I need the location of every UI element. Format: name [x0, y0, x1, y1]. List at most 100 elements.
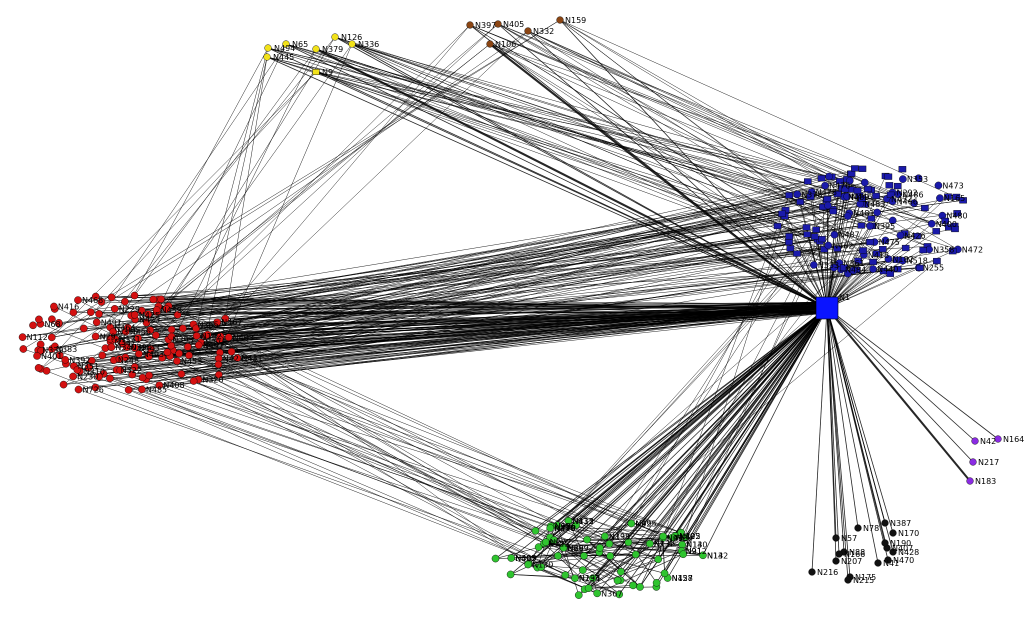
- red-node[interactable]: [139, 374, 146, 381]
- red-node[interactable]: [48, 334, 55, 341]
- black-node[interactable]: [882, 540, 889, 547]
- red-node[interactable]: [150, 296, 157, 303]
- black-node[interactable]: [890, 530, 897, 537]
- blue-node[interactable]: [824, 196, 831, 202]
- red-node[interactable]: [179, 325, 186, 332]
- brown-node[interactable]: [557, 17, 564, 24]
- blue-node[interactable]: [928, 220, 935, 227]
- green-node[interactable]: [617, 568, 624, 575]
- red-node[interactable]: [99, 352, 106, 359]
- black-node[interactable]: [833, 535, 840, 542]
- red-node[interactable]: [178, 370, 185, 377]
- black-node[interactable]: [809, 569, 816, 576]
- red-node[interactable]: [87, 309, 94, 316]
- blue-node[interactable]: [794, 191, 801, 198]
- blue-node[interactable]: [885, 174, 892, 180]
- red-node[interactable]: [138, 386, 145, 393]
- green-node[interactable]: [655, 556, 662, 563]
- green-node[interactable]: [575, 592, 582, 599]
- blue-node[interactable]: [869, 259, 876, 265]
- blue-node[interactable]: [851, 165, 858, 171]
- red-node[interactable]: [20, 345, 27, 352]
- blue-node[interactable]: [899, 176, 906, 183]
- red-node[interactable]: [60, 381, 67, 388]
- blue-node[interactable]: [785, 192, 792, 198]
- red-node[interactable]: [69, 373, 76, 380]
- green-node[interactable]: [562, 571, 569, 578]
- red-node[interactable]: [173, 357, 180, 364]
- brown-node[interactable]: [525, 28, 532, 35]
- yellow-node[interactable]: [313, 46, 320, 53]
- blue-node[interactable]: [825, 242, 832, 249]
- blue-node[interactable]: [874, 209, 881, 216]
- red-node[interactable]: [146, 372, 153, 379]
- blue-node[interactable]: [858, 223, 865, 229]
- blue-node[interactable]: [813, 227, 820, 233]
- green-node[interactable]: [628, 520, 635, 527]
- brown-node[interactable]: [467, 22, 474, 29]
- blue-node[interactable]: [902, 245, 909, 251]
- blue-node[interactable]: [864, 186, 871, 192]
- hub-node[interactable]: [816, 297, 838, 319]
- red-node[interactable]: [158, 296, 165, 303]
- blue-node[interactable]: [859, 248, 866, 254]
- green-node[interactable]: [532, 527, 539, 534]
- red-node[interactable]: [193, 332, 200, 339]
- green-node[interactable]: [636, 583, 643, 590]
- black-node[interactable]: [882, 520, 889, 527]
- green-node[interactable]: [583, 536, 590, 543]
- blue-node[interactable]: [872, 193, 879, 199]
- green-node[interactable]: [571, 575, 578, 582]
- red-node[interactable]: [111, 305, 118, 312]
- blue-node[interactable]: [866, 222, 873, 229]
- blue-node[interactable]: [866, 239, 873, 245]
- yellow-node[interactable]: [313, 69, 320, 74]
- green-node[interactable]: [601, 533, 608, 540]
- blue-node[interactable]: [886, 182, 893, 188]
- green-node[interactable]: [646, 540, 653, 547]
- blue-node[interactable]: [787, 245, 794, 251]
- green-node[interactable]: [632, 551, 639, 558]
- red-node[interactable]: [176, 350, 183, 357]
- black-node[interactable]: [855, 525, 862, 532]
- red-node[interactable]: [80, 325, 87, 332]
- red-node[interactable]: [43, 367, 50, 374]
- blue-node[interactable]: [818, 175, 825, 181]
- black-node[interactable]: [833, 558, 840, 565]
- yellow-node[interactable]: [265, 45, 272, 52]
- blue-node[interactable]: [810, 261, 817, 268]
- yellow-node[interactable]: [332, 34, 339, 41]
- red-node[interactable]: [168, 326, 175, 333]
- red-node[interactable]: [33, 352, 40, 359]
- red-node[interactable]: [190, 377, 197, 384]
- blue-node[interactable]: [786, 233, 793, 239]
- red-node[interactable]: [164, 349, 171, 356]
- green-node[interactable]: [614, 577, 621, 584]
- blue-node[interactable]: [830, 208, 837, 214]
- green-node[interactable]: [629, 582, 636, 589]
- red-node[interactable]: [106, 375, 113, 382]
- red-node[interactable]: [50, 303, 57, 310]
- red-node[interactable]: [29, 322, 36, 329]
- green-node[interactable]: [554, 552, 561, 559]
- green-node[interactable]: [579, 567, 586, 574]
- red-node[interactable]: [195, 342, 202, 349]
- green-node[interactable]: [547, 524, 554, 531]
- blue-node[interactable]: [824, 202, 831, 209]
- blue-node[interactable]: [848, 171, 855, 177]
- brown-node[interactable]: [487, 41, 494, 48]
- blue-node[interactable]: [921, 205, 928, 211]
- blue-node[interactable]: [933, 228, 940, 234]
- green-node[interactable]: [606, 540, 613, 547]
- red-node[interactable]: [95, 310, 102, 317]
- blue-node[interactable]: [811, 234, 818, 240]
- blue-node[interactable]: [818, 236, 825, 242]
- green-node[interactable]: [508, 554, 515, 561]
- green-node[interactable]: [661, 570, 668, 577]
- purple-node[interactable]: [970, 459, 977, 466]
- blue-node[interactable]: [793, 251, 800, 257]
- blue-node[interactable]: [804, 232, 811, 238]
- green-node[interactable]: [580, 552, 587, 559]
- green-node[interactable]: [607, 552, 614, 559]
- blue-node[interactable]: [825, 173, 832, 180]
